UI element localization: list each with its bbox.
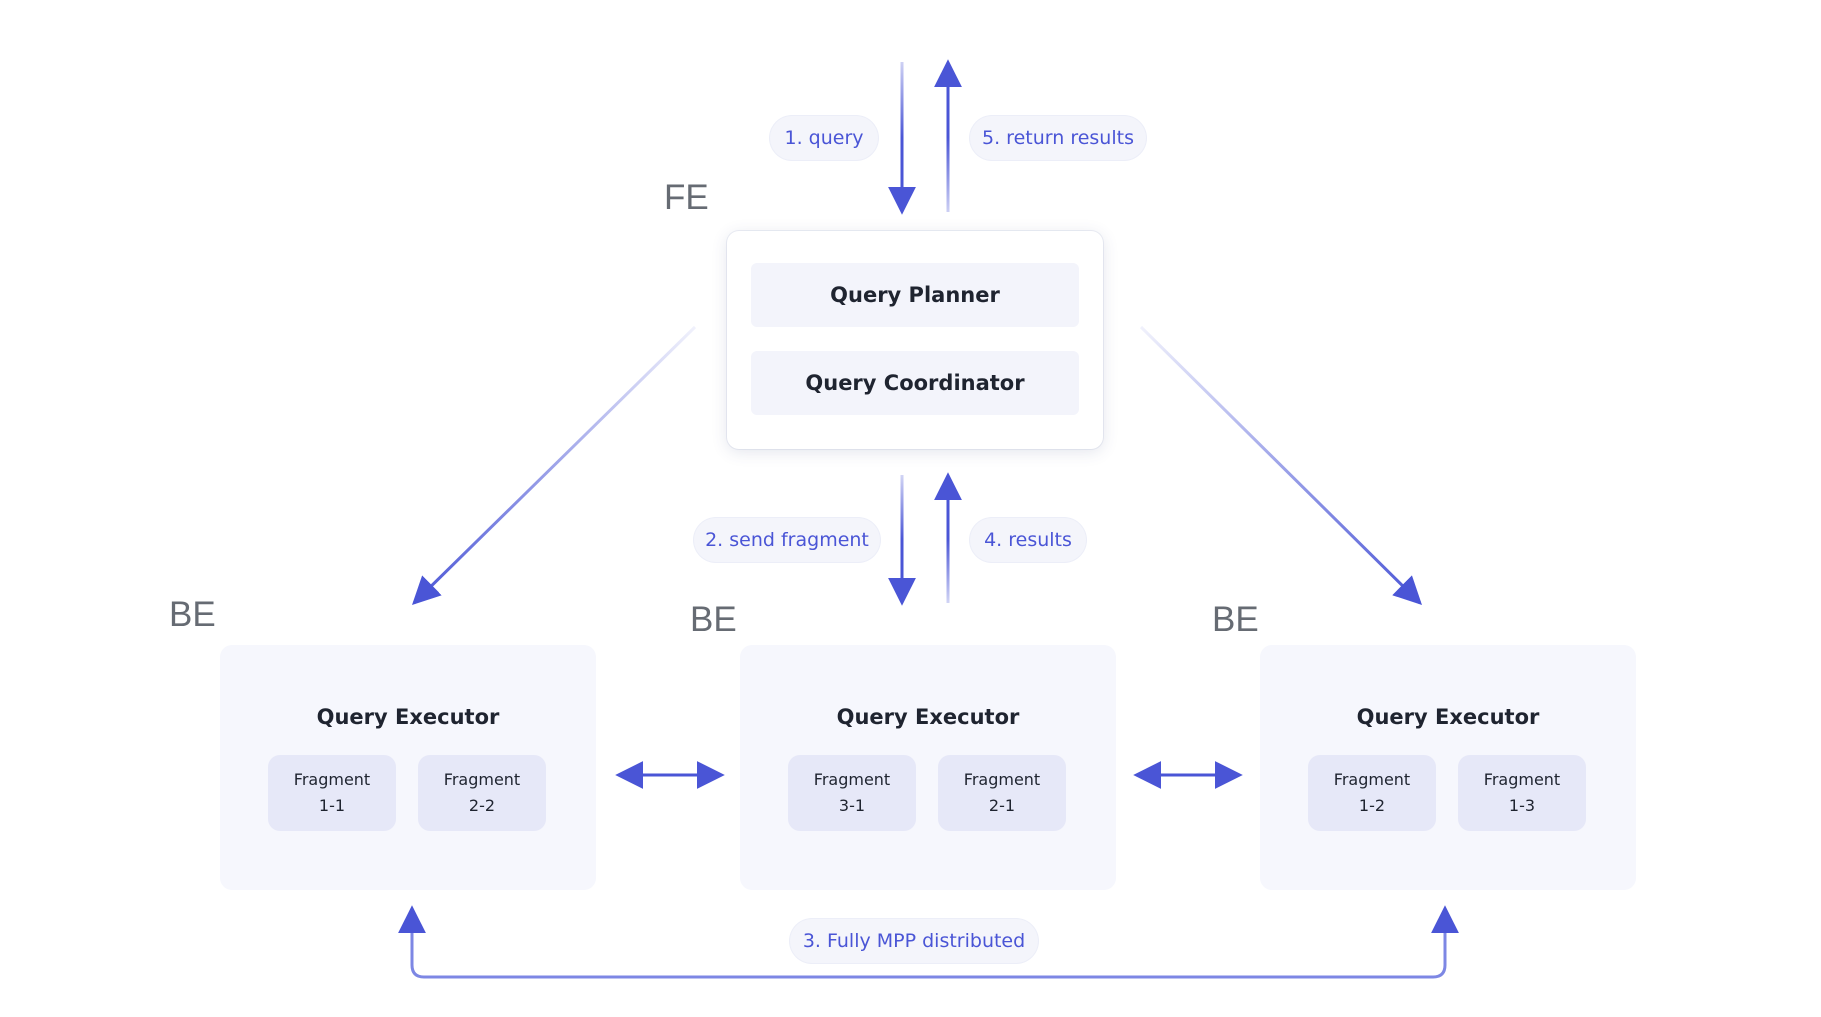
mpp-label: 3. Fully MPP distributed (790, 919, 1038, 963)
fragment-1-1: Fragment 1-1 (268, 755, 396, 831)
be-label-3: BE (1212, 600, 1259, 639)
be-label-2: BE (690, 600, 737, 639)
be-label-1: BE (169, 595, 216, 634)
fragment-1-2: Fragment 1-2 (1308, 755, 1436, 831)
fragment-name: Fragment (1333, 770, 1411, 789)
query-coordinator: Query Coordinator (751, 351, 1079, 415)
fragment-name: Fragment (1483, 770, 1561, 789)
send-fragment-label: 2. send fragment (694, 518, 880, 562)
fe-label: FE (664, 178, 709, 217)
fragment-id: 1-2 (1358, 796, 1386, 815)
fragment-name: Fragment (963, 770, 1041, 789)
query-executor-title: Query Executor (836, 705, 1020, 729)
fragment-id: 3-1 (838, 796, 866, 815)
be-node-1: Query Executor Fragment 1-1 Fragment 2-2 (220, 645, 596, 890)
results-label: 4. results (970, 518, 1086, 562)
query-label: 1. query (770, 116, 878, 160)
be-node-2: Query Executor Fragment 3-1 Fragment 2-1 (740, 645, 1116, 890)
fragment-name: Fragment (293, 770, 371, 789)
return-results-label: 5. return results (970, 116, 1146, 160)
query-executor-title: Query Executor (316, 705, 500, 729)
fragment-id: 1-3 (1508, 796, 1536, 815)
fragment-name: Fragment (813, 770, 891, 789)
fe-to-right-be-arrow (1139, 325, 1422, 605)
query-planner: Query Planner (751, 263, 1079, 327)
mpp-bracket-arrow (398, 905, 1459, 979)
fragment-id: 2-1 (988, 796, 1016, 815)
fragment-name: Fragment (443, 770, 521, 789)
be-node-3: Query Executor Fragment 1-2 Fragment 1-3 (1260, 645, 1636, 890)
fragment-2-1: Fragment 2-1 (938, 755, 1066, 831)
fragment-3-1: Fragment 3-1 (788, 755, 916, 831)
fe-node: Query Planner Query Coordinator (727, 231, 1103, 449)
fragment-id: 1-1 (318, 796, 346, 815)
fe-to-left-be-arrow (412, 325, 697, 605)
query-executor-title: Query Executor (1356, 705, 1540, 729)
fragment-id: 2-2 (468, 796, 496, 815)
fragment-2-2: Fragment 2-2 (418, 755, 546, 831)
fragment-1-3: Fragment 1-3 (1458, 755, 1586, 831)
